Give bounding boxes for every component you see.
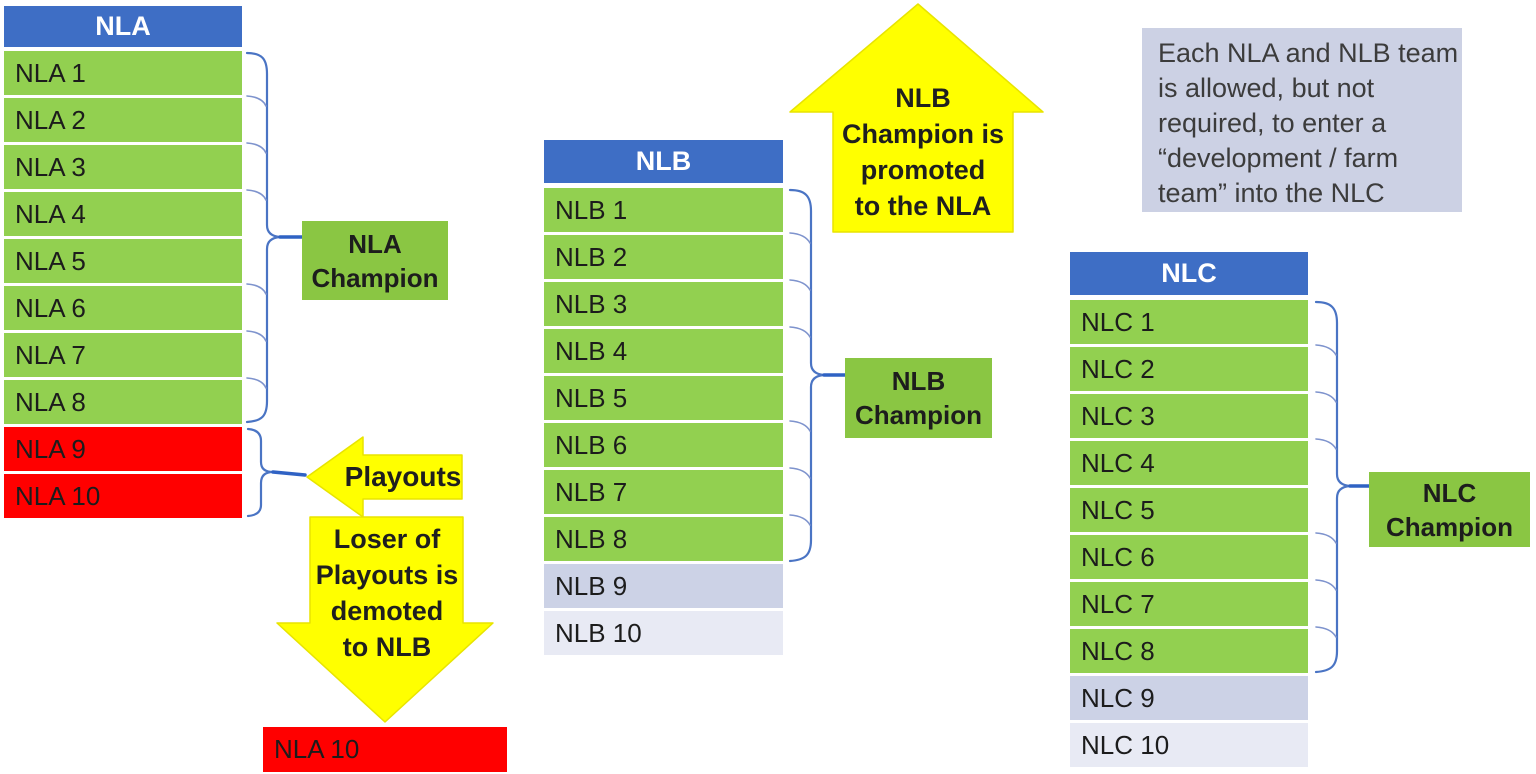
farm-team-note: Each NLA and NLB team is allowed, but no… xyxy=(1142,28,1462,212)
nlc-row-4: NLC 4 xyxy=(1070,441,1308,485)
nla-row-5: NLA 5 xyxy=(4,239,242,283)
nlc-row-8: NLC 8 xyxy=(1070,629,1308,673)
nlb-row-7: NLB 7 xyxy=(544,470,783,514)
nla-playouts-brace xyxy=(246,427,274,518)
nlb-brace-ticks xyxy=(789,232,811,526)
playouts-left-arrow xyxy=(306,436,463,518)
nlc-champion-brace xyxy=(1314,300,1351,674)
nla-champion-brace xyxy=(245,51,281,424)
promotion-label-line2: Champion is xyxy=(841,119,1004,149)
nlc-row-10: NLC 10 xyxy=(1070,723,1308,767)
nlb-row-6: NLB 6 xyxy=(544,423,783,467)
nla-row-6: NLA 6 xyxy=(4,286,242,330)
demotion-label-line1: Loser of xyxy=(333,524,441,554)
nlb-row-3: NLB 3 xyxy=(544,282,783,326)
note-line5: team” into the NLC xyxy=(1158,178,1385,208)
note-line2: is allowed, but not xyxy=(1158,73,1375,103)
nlb-row-4: NLB 4 xyxy=(544,329,783,373)
nla-champion-label-line1: NLA xyxy=(348,228,402,259)
nlb-champion-brace xyxy=(788,188,825,563)
promotion-label-line3: promoted xyxy=(860,155,986,185)
nlb-row-8: NLB 8 xyxy=(544,517,783,561)
demotion-label-line3: demoted xyxy=(330,596,444,626)
nlb-champion-label-line2: Champion xyxy=(854,400,983,430)
nlb-row-9: NLB 9 xyxy=(544,564,783,608)
nlc-champion-label-line2: Champion xyxy=(1385,511,1514,542)
nla-row-2: NLA 2 xyxy=(4,98,242,142)
nla-row-1: NLA 1 xyxy=(4,51,242,95)
nla-row-7: NLA 7 xyxy=(4,333,242,377)
nlc-row-2: NLC 2 xyxy=(1070,347,1308,391)
nlc-table-header: NLC xyxy=(1070,252,1308,295)
nlb-champion-label-line1: NLB xyxy=(891,366,946,396)
promotion-label-line1: NLB xyxy=(895,83,951,113)
demotion-down-arrow xyxy=(276,516,494,723)
nlc-row-5: NLC 5 xyxy=(1070,488,1308,532)
promotion-label-line4: to the NLA xyxy=(854,191,992,221)
nla-brace-ticks xyxy=(246,95,267,389)
nlb-table-header: NLB xyxy=(544,140,783,183)
nlb-row-5: NLB 5 xyxy=(544,376,783,420)
playouts-arrow-label: Playouts xyxy=(344,461,462,492)
nlc-row-6: NLC 6 xyxy=(1070,535,1308,579)
nla-champion-box: NLA Champion xyxy=(302,221,448,300)
nla-row-4: NLA 4 xyxy=(4,192,242,236)
nlc-row-1: NLC 1 xyxy=(1070,300,1308,344)
nlb-champion-box: NLB Champion xyxy=(845,358,992,438)
demotion-label-line2: Playouts is xyxy=(315,560,459,590)
demotion-arrow-label: Loser of Playouts is demoted to NLB xyxy=(292,521,482,665)
nla-champion-label-line2: Champion xyxy=(311,262,439,293)
nla-row-9: NLA 9 xyxy=(4,427,242,471)
nla-row-10: NLA 10 xyxy=(4,474,242,518)
nlb-row-2: NLB 2 xyxy=(544,235,783,279)
nlc-row-7: NLC 7 xyxy=(1070,582,1308,626)
nlc-champion-label-line1: NLC xyxy=(1422,477,1477,508)
note-line3: required, to enter a xyxy=(1158,108,1387,138)
nla-row-8: NLA 8 xyxy=(4,380,242,424)
note-line4: “development / farm xyxy=(1158,143,1399,173)
playouts-connector xyxy=(271,470,307,477)
promotion-arrow-label: NLB Champion is promoted to the NLA xyxy=(828,80,1018,224)
nla-table-header: NLA xyxy=(4,6,242,47)
nla-row-3: NLA 3 xyxy=(4,145,242,189)
demotion-label-line4: to NLB xyxy=(342,632,432,662)
nlc-brace-ticks xyxy=(1315,344,1337,638)
note-line1: Each NLA and NLB team xyxy=(1158,38,1459,68)
nlb-row-1: NLB 1 xyxy=(544,188,783,232)
demoted-team-box: NLA 10 xyxy=(263,727,507,772)
nlc-champion-box: NLC Champion xyxy=(1369,472,1530,547)
nlc-row-3: NLC 3 xyxy=(1070,394,1308,438)
nlb-row-10: NLB 10 xyxy=(544,611,783,655)
promotion-up-arrow xyxy=(789,3,1044,233)
nlc-row-9: NLC 9 xyxy=(1070,676,1308,720)
